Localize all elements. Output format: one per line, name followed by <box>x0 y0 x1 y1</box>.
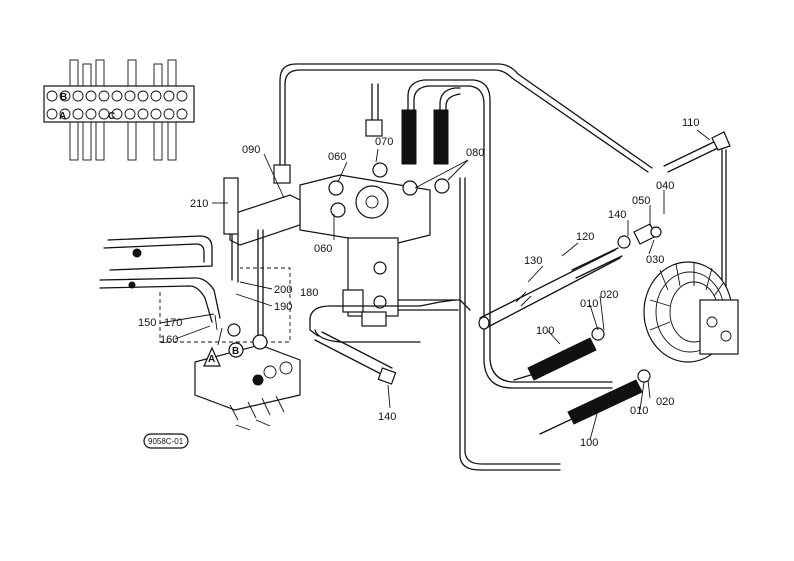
callout-010-bottom: 010 <box>630 405 648 417</box>
hose-110 <box>663 131 731 303</box>
callout-090: 090 <box>242 144 260 156</box>
callout-100-bottom: 100 <box>580 437 598 449</box>
callout-020-top: 020 <box>600 289 618 301</box>
spring-hoses-100 <box>513 327 651 435</box>
callout-150: 150 <box>138 317 156 329</box>
drawing-number: 9058C-01 <box>148 437 184 446</box>
control-valve-body <box>99 177 301 343</box>
callout-030: 030 <box>646 254 664 266</box>
callout-200: 200 <box>274 284 292 296</box>
key-letter-c: C <box>108 111 115 122</box>
callout-070: 070 <box>375 136 393 148</box>
callout-210: 210 <box>190 198 208 210</box>
key-letter-a: A <box>59 111 66 122</box>
callout-130: 130 <box>524 255 542 267</box>
callout-080: 080 <box>466 147 484 159</box>
leader-lines <box>159 129 711 441</box>
control-valve-key: B A C <box>43 59 195 161</box>
callout-120: 120 <box>576 231 594 243</box>
pipes-120-130 <box>478 223 657 330</box>
manifold-letters: A B <box>208 346 239 365</box>
key-letter-b: B <box>60 92 67 103</box>
callout-060-top: 060 <box>328 151 346 163</box>
callout-180: 180 <box>300 287 318 299</box>
callout-040: 040 <box>656 180 674 192</box>
callout-060-bottom: 060 <box>314 243 332 255</box>
callout-labels: 110 090 070 060 080 040 050 140 210 120 … <box>138 117 700 449</box>
travel-motor <box>643 226 739 363</box>
callout-010-top: 010 <box>580 298 598 310</box>
callout-160: 160 <box>160 334 178 346</box>
callout-050: 050 <box>632 195 650 207</box>
callout-140-bottom: 140 <box>378 411 396 423</box>
callout-140-top: 140 <box>608 209 626 221</box>
callout-020-bottom: 020 <box>656 396 674 408</box>
callout-170: 170 <box>164 317 182 329</box>
drawing-number-stamp: 9058C-01 <box>143 433 189 449</box>
callout-100-top: 100 <box>536 325 554 337</box>
center-swivel-joint <box>299 162 471 327</box>
lower-valve-cluster <box>194 314 301 431</box>
callout-110: 110 <box>682 117 700 129</box>
return-hose-loops <box>279 63 653 471</box>
hose-140-bottom <box>309 299 456 385</box>
hose-ends <box>273 109 449 184</box>
manifold-letter-b: B <box>232 346 239 357</box>
manifold-letter-a: A <box>208 354 215 365</box>
callout-190: 190 <box>274 301 292 313</box>
